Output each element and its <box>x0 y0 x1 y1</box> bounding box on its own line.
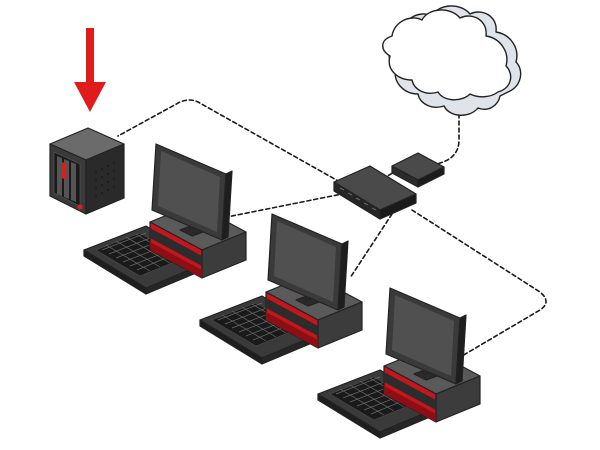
link-switch-workstation-2 <box>349 213 393 279</box>
arrow-down-icon <box>74 28 106 112</box>
network-links <box>117 99 547 357</box>
router-icon <box>391 152 445 188</box>
cloud-icon <box>382 5 522 116</box>
link-switch-nas <box>117 99 341 183</box>
link-switch-workstation-1 <box>221 191 353 219</box>
network-switch-icon <box>333 165 417 220</box>
link-switch-workstation-3 <box>411 209 547 357</box>
nas-server-icon <box>49 127 125 215</box>
